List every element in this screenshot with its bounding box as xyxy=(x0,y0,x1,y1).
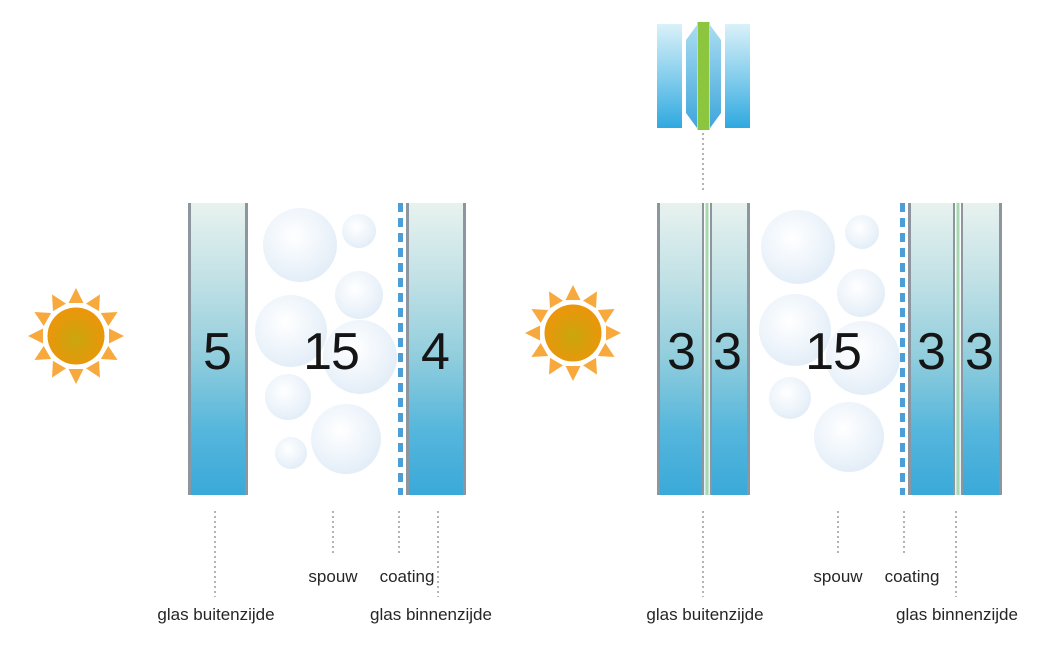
sun-icon xyxy=(28,288,124,384)
leader-glass-inside xyxy=(437,511,439,597)
leader-coating xyxy=(398,511,400,554)
gas-bubble xyxy=(265,374,311,420)
outer-glass-pane xyxy=(188,203,248,495)
cavity-thickness: 15 xyxy=(303,323,360,381)
gas-bubble xyxy=(837,269,885,317)
inner-back-glass-thickness: 3 xyxy=(965,323,994,381)
gas-bubble xyxy=(342,214,376,248)
coating-dashed-line xyxy=(398,203,403,495)
gas-bubble xyxy=(845,215,879,249)
leader-glass-inside xyxy=(955,511,957,597)
coating-label: coating xyxy=(379,567,435,586)
inner-front-glass-thickness: 3 xyxy=(917,323,946,381)
leader-glass-outside xyxy=(702,511,704,597)
inner-laminated-unit xyxy=(908,203,1002,495)
icon-pointer-line xyxy=(702,133,704,193)
coating-dashed-line xyxy=(900,203,905,495)
glass-outside-label: glas buitenzijde xyxy=(157,605,275,624)
cavity-thickness: 15 xyxy=(805,323,862,381)
leader-glass-outside xyxy=(214,511,216,597)
gas-bubble xyxy=(255,295,327,367)
glass-inside-label: glas binnenzijde xyxy=(370,605,492,624)
inner-glass-pane xyxy=(406,203,466,495)
outer-glass-thickness: 5 xyxy=(203,323,232,381)
pvb-interlayer xyxy=(953,203,963,495)
gas-bubble xyxy=(761,210,835,284)
gas-bubble xyxy=(263,208,337,282)
outer-back-glass-thickness: 3 xyxy=(713,323,742,381)
gas-bubble xyxy=(814,402,884,472)
pvb-interlayer xyxy=(702,203,712,495)
leader-cavity xyxy=(332,511,334,554)
gas-bubble xyxy=(311,404,381,474)
gas-bubble xyxy=(769,377,811,419)
leader-coating xyxy=(903,511,905,554)
glass-inside-label: glas binnenzijde xyxy=(896,605,1018,624)
gas-bubble xyxy=(759,294,831,366)
gas-bubble xyxy=(275,437,307,469)
cavity-label: spouw xyxy=(813,567,863,586)
gas-bubble xyxy=(826,321,900,395)
cavity-label: spouw xyxy=(308,567,358,586)
glass-outside-label: glas buitenzijde xyxy=(646,605,764,624)
gas-bubble xyxy=(335,271,383,319)
outer-laminated-unit xyxy=(657,203,750,495)
inner-glass-thickness: 4 xyxy=(421,323,450,381)
gas-bubble xyxy=(323,320,397,394)
laminated-glass-icon xyxy=(657,22,750,130)
leader-cavity xyxy=(837,511,839,554)
sun-icon xyxy=(525,285,621,381)
outer-front-glass-thickness: 3 xyxy=(667,323,696,381)
coating-label: coating xyxy=(884,567,940,586)
